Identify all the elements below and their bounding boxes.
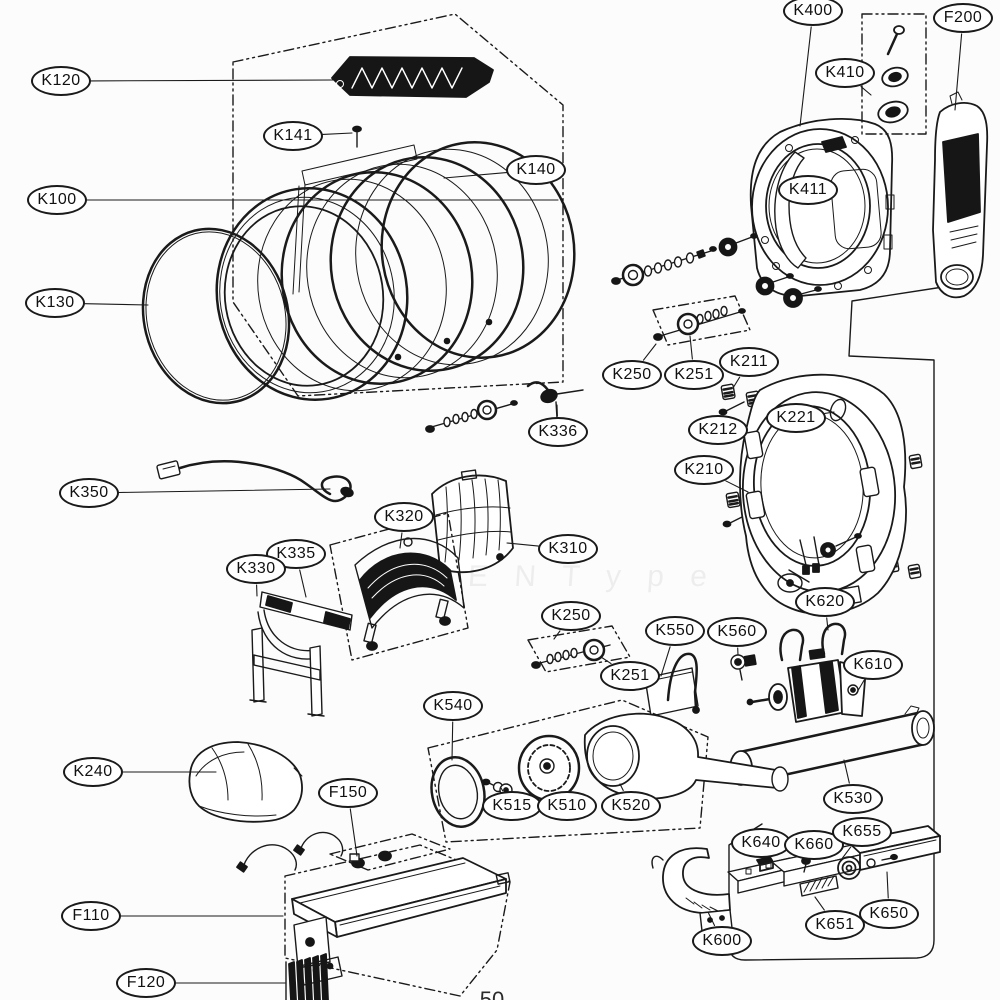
blower-assembly-art (427, 699, 789, 843)
part-callout-f110-37: F110 (61, 901, 121, 931)
support-bracket-art (249, 591, 353, 717)
part-callout-k240-28: K240 (63, 757, 123, 787)
front-drum-head-art (739, 373, 907, 615)
part-callout-k411-7: K411 (778, 175, 838, 205)
part-callout-k410-6: K410 (815, 58, 875, 88)
part-callout-k640-34: K640 (731, 828, 791, 858)
part-callout-k520-32: K520 (601, 791, 661, 821)
lint-grill-art (331, 56, 494, 98)
part-callout-f150-29: F150 (318, 778, 378, 808)
switch-k560-art (730, 654, 757, 681)
part-callout-k540-27: K540 (423, 691, 483, 721)
rear-drum-head-art (749, 117, 895, 297)
drum-enclosure-dashed-box (232, 13, 564, 397)
wire-clips-art (779, 622, 847, 662)
part-callout-k510-31: K510 (537, 791, 597, 821)
belt-art (141, 227, 291, 405)
part-callout-k610-25: K610 (843, 650, 903, 680)
part-callout-k350-16: K350 (59, 478, 119, 508)
part-callout-k600-40: K600 (692, 926, 752, 956)
glass-plate-art (292, 144, 418, 295)
part-callout-k650-39: K650 (859, 899, 919, 929)
lint-filter-art (431, 469, 514, 574)
part-callout-k212-12: K212 (688, 415, 748, 445)
drum-art (215, 141, 576, 401)
air-cover-art (188, 741, 303, 823)
sensor-k336-art (526, 381, 584, 419)
part-callout-k530-33: K530 (823, 784, 883, 814)
dark-rollers-art (718, 233, 822, 308)
heating-element-art (285, 953, 329, 1000)
part-callout-k330-20: K330 (226, 554, 286, 584)
heater-assembly-art (236, 831, 511, 997)
roller-shaft-upper-art (611, 246, 717, 287)
watermark: E N T y p e (466, 560, 718, 593)
part-callout-k210-14: K210 (674, 455, 734, 485)
side-trim-panel-art (932, 91, 989, 299)
motor-bracket-art (651, 847, 733, 932)
part-callout-k320-17: K320 (374, 502, 434, 532)
part-callout-k251-26: K251 (600, 661, 660, 691)
part-callout-k251-10: K251 (664, 360, 724, 390)
part-callout-k550-23: K550 (645, 616, 705, 646)
part-callout-k141-1: K141 (263, 121, 323, 151)
part-callout-f120-41: F120 (116, 968, 176, 998)
part-callout-k221-13: K221 (766, 403, 826, 433)
duct-assembly-art (329, 512, 469, 661)
part-callout-k100-2: K100 (27, 185, 87, 215)
part-callout-k130-4: K130 (25, 288, 85, 318)
roller-kit-box-lower-art (527, 625, 631, 673)
part-callout-f200-8: F200 (933, 3, 993, 33)
roller-shaft-middle-art (425, 399, 518, 433)
part-callout-k250-9: K250 (602, 360, 662, 390)
part-callout-k655-36: K655 (832, 817, 892, 847)
part-callout-k620-21: K620 (795, 587, 855, 617)
part-callout-k336-15: K336 (528, 417, 588, 447)
part-callout-k651-38: K651 (805, 910, 865, 940)
part-callout-k120-0: K120 (31, 66, 91, 96)
part-callout-k335-19: K335 (266, 539, 326, 569)
bearing-kit-dashed-box-art (861, 13, 927, 135)
callout-leader-lines (84, 26, 963, 984)
part-callout-k140-3: K140 (506, 155, 566, 185)
part-callout-k310-18: K310 (538, 534, 598, 564)
screw-k141-art (352, 125, 362, 148)
page-number: 50 (480, 987, 504, 1000)
part-callout-k515-30: K515 (482, 791, 542, 821)
part-callout-k211-11: K211 (719, 347, 779, 377)
roller-kit-box-upper-art (652, 295, 751, 346)
wire-harness-art (156, 460, 354, 503)
part-callout-k560-24: K560 (707, 617, 767, 647)
part-callout-k250-22: K250 (541, 601, 601, 631)
part-callout-k400-5: K400 (783, 0, 843, 26)
